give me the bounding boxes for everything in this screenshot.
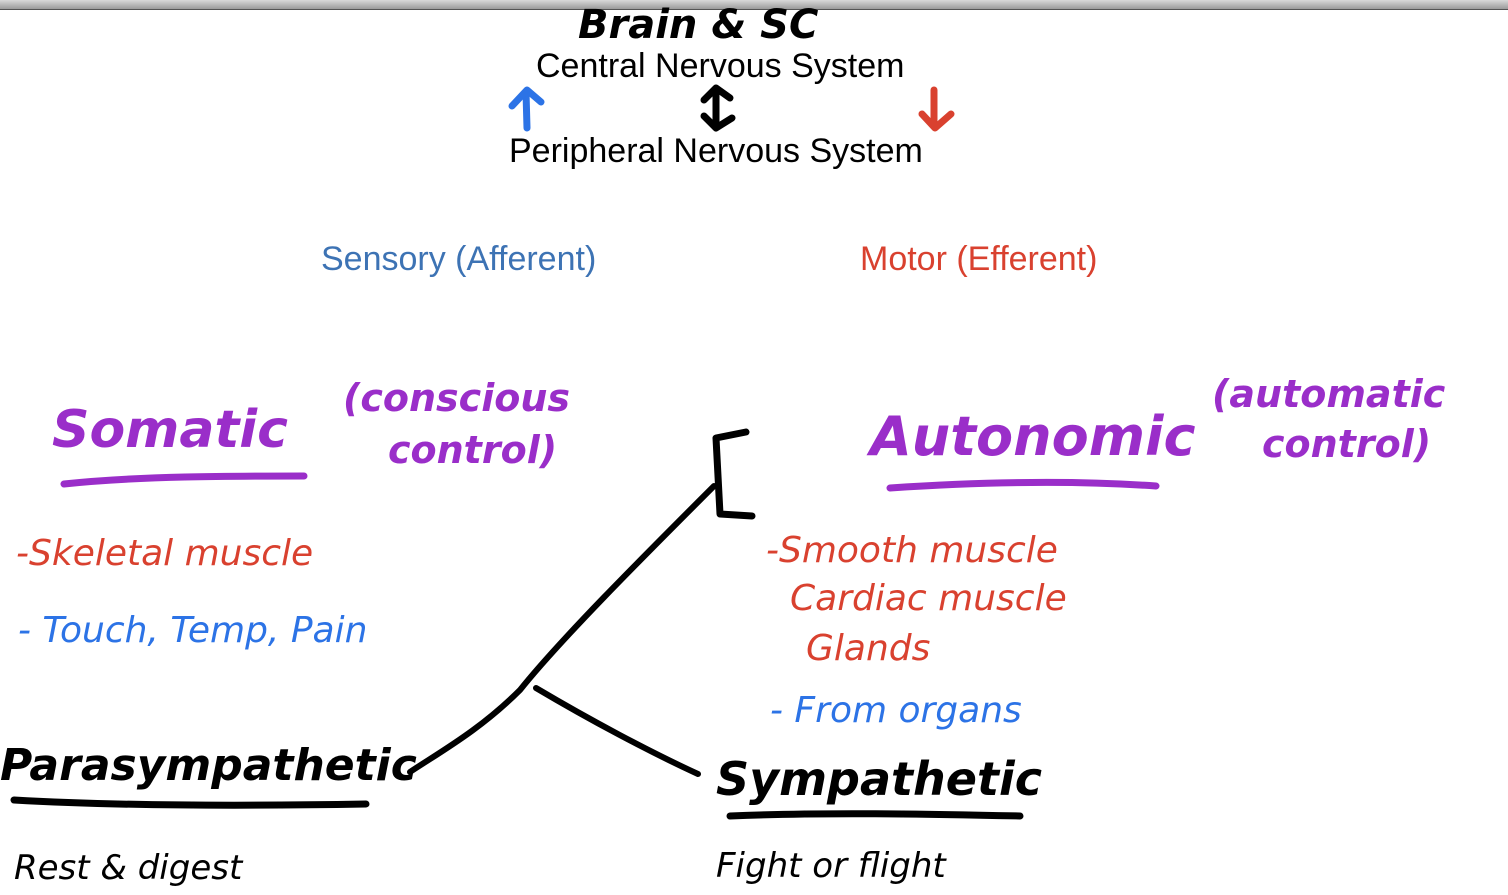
somatic-item-touch: - Touch, Temp, Pain <box>18 610 368 651</box>
autonomic-label: Autonomic <box>870 405 1196 468</box>
autonomic-item-cardiac: Cardiac muscle <box>790 578 1067 619</box>
somatic-item-skeletal: -Skeletal muscle <box>16 533 314 574</box>
sensory-label: Sensory (Afferent) <box>321 240 597 278</box>
somatic-underline <box>60 472 308 488</box>
window-top-bar <box>0 0 1508 10</box>
autonomic-underline <box>886 478 1160 492</box>
sympathetic-label: Sympathetic <box>716 752 1042 806</box>
somatic-note-line2: control) <box>388 428 558 472</box>
somatic-label: Somatic <box>52 400 288 460</box>
branch-to-parasympathetic <box>407 483 717 775</box>
autonomic-item-smooth: -Smooth muscle <box>766 530 1058 571</box>
branch-to-sympathetic <box>533 685 701 777</box>
sympathetic-underline <box>726 810 1024 820</box>
autonomic-bracket <box>712 428 756 520</box>
pns-label: Peripheral Nervous System <box>509 132 923 170</box>
somatic-note-line1: (conscious <box>343 376 570 420</box>
autonomic-item-organs: - From organs <box>770 690 1022 731</box>
blue-up-arrow-icon <box>508 86 545 132</box>
parasympathetic-note: Rest & digest <box>14 848 243 888</box>
motor-label: Motor (Efferent) <box>860 240 1098 278</box>
parasympathetic-underline <box>10 796 370 809</box>
autonomic-note-line1: (automatic <box>1212 372 1446 416</box>
cns-label: Central Nervous System <box>536 47 905 85</box>
red-down-arrow-icon <box>918 86 955 132</box>
parasympathetic-label: Parasympathetic <box>0 740 417 791</box>
black-double-arrow-icon <box>700 84 736 132</box>
sympathetic-note: Fight or flight <box>716 846 946 886</box>
autonomic-note-line2: control) <box>1262 422 1432 466</box>
brain-sc-title: Brain & SC <box>578 2 819 48</box>
autonomic-item-glands: Glands <box>806 628 931 669</box>
